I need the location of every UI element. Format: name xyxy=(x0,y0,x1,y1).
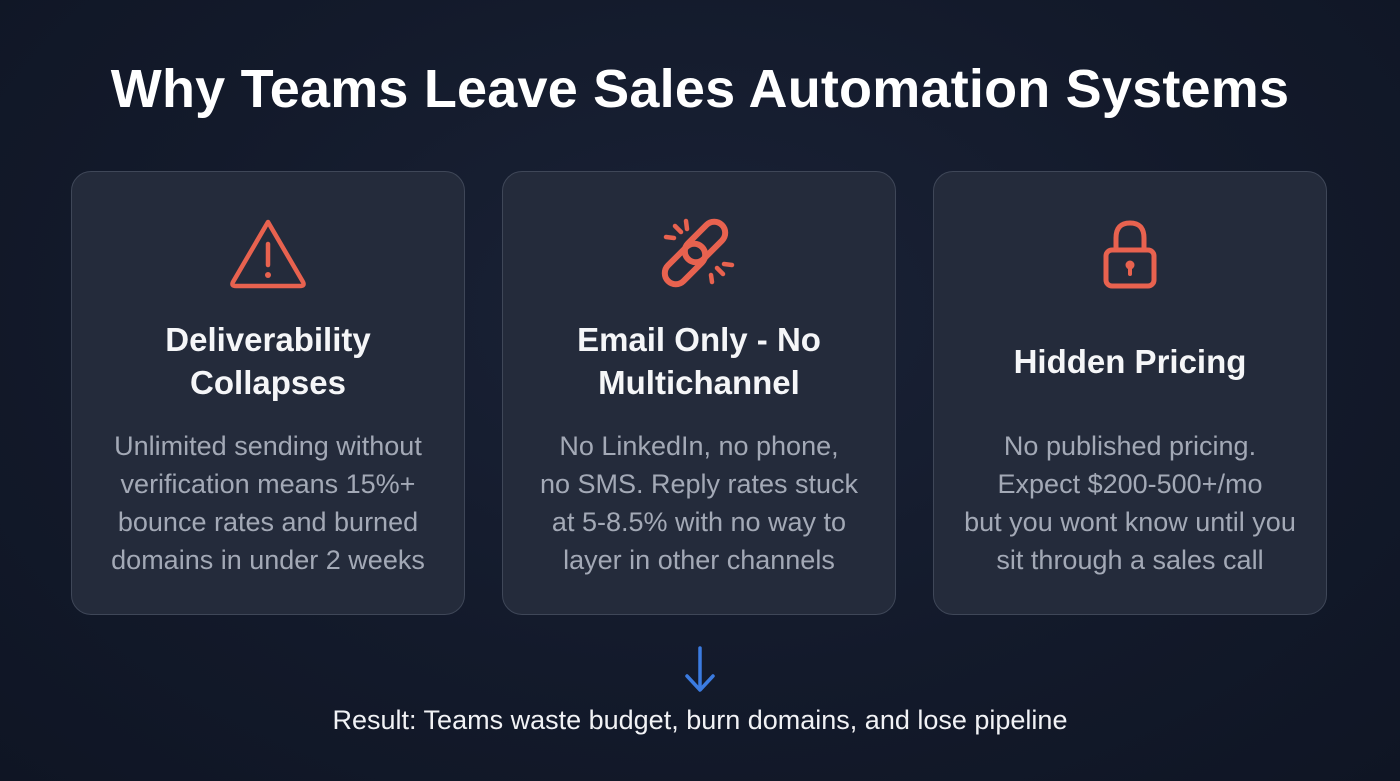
card-deliverability: Deliverability Collapses Unlimited sendi… xyxy=(71,171,465,615)
card-email-only: Email Only - No Multichannel No LinkedIn… xyxy=(502,171,896,615)
card-title: Deliverability Collapses xyxy=(165,321,371,401)
card-body: No LinkedIn, no phone, no SMS. Reply rat… xyxy=(539,431,859,575)
reasons-cards: Deliverability Collapses Unlimited sendi… xyxy=(71,171,1329,617)
card-title: Hidden Pricing xyxy=(1013,343,1247,380)
card-body: Unlimited sending without verification m… xyxy=(111,431,425,575)
card-title: Email Only - No Multichannel xyxy=(577,321,821,401)
card-body: No published pricing. Expect $200-500+/m… xyxy=(964,431,1296,575)
padlock-icon xyxy=(1103,220,1157,289)
page-title: Why Teams Leave Sales Automation Systems xyxy=(110,59,1290,119)
card-hidden-pricing: Hidden Pricing No published pricing. Exp… xyxy=(933,171,1327,615)
arrow-down-icon xyxy=(685,646,715,692)
result-summary: Result: Teams waste budget, burn domains… xyxy=(332,705,1068,735)
warning-triangle-icon xyxy=(230,219,306,289)
broken-link-icon xyxy=(661,218,735,288)
